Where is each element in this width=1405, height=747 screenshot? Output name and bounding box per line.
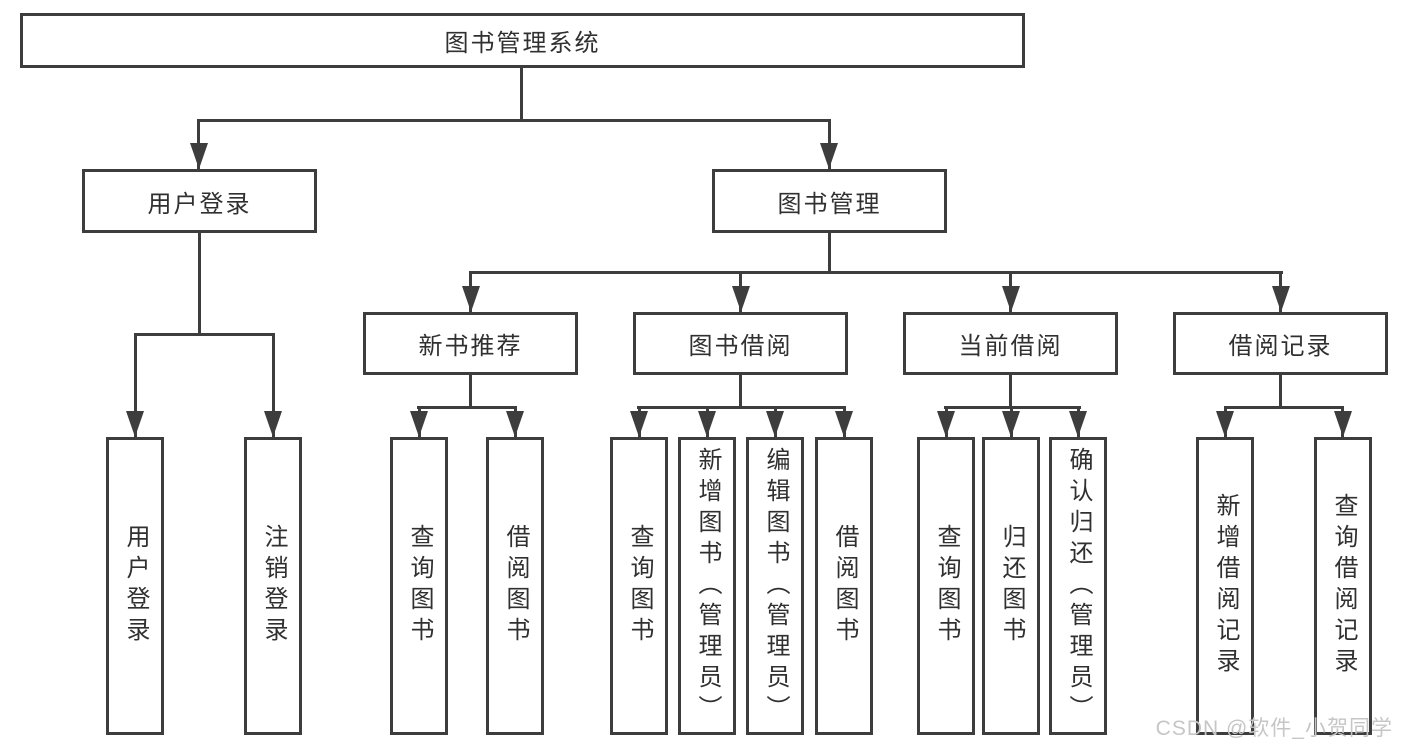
- leaf-user-login: 用户登录: [106, 437, 164, 735]
- leaf-borrow-query-label: 查询图书: [626, 524, 653, 648]
- leaf-borrow-book: 借阅图书: [815, 437, 873, 735]
- leaf-records-add-label: 新增借阅记录: [1212, 493, 1239, 679]
- arrow-down-icon: [732, 286, 750, 312]
- arrow-down-icon: [1002, 286, 1020, 312]
- arrow-down-icon: [630, 411, 648, 437]
- arrow-down-icon: [410, 411, 428, 437]
- arrow-down-icon: [698, 411, 716, 437]
- arrow-down-icon: [766, 411, 784, 437]
- node-current-borrow-label: 当前借阅: [958, 333, 1063, 360]
- arrow-down-icon: [264, 411, 282, 437]
- connector-borrow-bar: [637, 406, 846, 409]
- leaf-current-query-label: 查询图书: [933, 524, 960, 648]
- arrow-down-icon: [462, 286, 480, 312]
- arrow-down-icon: [506, 411, 524, 437]
- leaf-borrow-add-admin-label: 新增图书（管理员）: [694, 446, 721, 726]
- node-borrow-records: 借阅记录: [1173, 312, 1388, 375]
- leaf-current-return: 归还图书: [982, 437, 1040, 735]
- leaf-newbook-borrow: 借阅图书: [486, 437, 544, 735]
- leaf-records-query: 查询借阅记录: [1314, 437, 1372, 735]
- arrow-down-icon: [1069, 411, 1087, 437]
- leaf-user-login-label: 用户登录: [122, 524, 149, 648]
- node-book-management: 图书管理: [712, 169, 947, 233]
- node-user-login-label: 用户登录: [147, 190, 252, 218]
- connector-borrow-stem: [739, 375, 742, 408]
- connector-records-bar: [1224, 406, 1344, 409]
- connector-records-stem: [1279, 375, 1282, 408]
- arrow-down-icon: [937, 411, 955, 437]
- arrow-down-icon: [1272, 286, 1290, 312]
- arrow-down-icon: [835, 411, 853, 437]
- node-current-borrow: 当前借阅: [903, 312, 1118, 375]
- connector-management-bar: [469, 271, 1283, 274]
- leaf-newbook-borrow-label: 借阅图书: [502, 524, 529, 648]
- leaf-borrow-edit-admin: 编辑图书（管理员）: [746, 437, 804, 735]
- node-root: 图书管理系统: [20, 13, 1025, 68]
- arrow-down-icon: [1002, 411, 1020, 437]
- csdn-watermark: CSDN @软件_小贺同学: [1155, 717, 1393, 740]
- arrow-down-icon: [190, 143, 208, 169]
- node-borrow-records-label: 借阅记录: [1228, 333, 1333, 360]
- node-root-label: 图书管理系统: [444, 30, 601, 57]
- leaf-newbook-query-label: 查询图书: [406, 524, 433, 648]
- connector-user-bar: [134, 333, 275, 336]
- arrow-down-icon: [1216, 411, 1234, 437]
- arrow-down-icon: [1334, 411, 1352, 437]
- connector-newbook-bar: [417, 406, 517, 409]
- leaf-borrow-query: 查询图书: [610, 437, 668, 735]
- connector-user-drop: [272, 333, 275, 437]
- connector-root-bar: [197, 119, 831, 122]
- leaf-records-query-label: 查询借阅记录: [1330, 493, 1357, 679]
- arrow-down-icon: [820, 143, 838, 169]
- connector-user-drop: [134, 333, 137, 437]
- leaf-logout-label: 注销登录: [260, 524, 287, 648]
- leaf-current-confirm-admin: 确认归还（管理员）: [1049, 437, 1107, 735]
- leaf-borrow-add-admin: 新增图书（管理员）: [678, 437, 736, 735]
- leaf-current-confirm-admin-label: 确认归还（管理员）: [1065, 446, 1092, 726]
- leaf-newbook-query: 查询图书: [390, 437, 448, 735]
- node-new-book-recommend-label: 新书推荐: [418, 333, 523, 360]
- leaf-borrow-edit-admin-label: 编辑图书（管理员）: [762, 446, 789, 726]
- leaf-current-query: 查询图书: [917, 437, 975, 735]
- connector-newbook-stem: [469, 375, 472, 409]
- arrow-down-icon: [126, 411, 144, 437]
- node-book-borrow: 图书借阅: [633, 312, 848, 375]
- connector-current-stem: [1009, 375, 1012, 408]
- leaf-current-return-label: 归还图书: [998, 524, 1025, 648]
- leaf-logout: 注销登录: [244, 437, 302, 735]
- leaf-records-add: 新增借阅记录: [1196, 437, 1254, 735]
- node-new-book-recommend: 新书推荐: [363, 312, 578, 375]
- node-book-management-label: 图书管理: [777, 190, 882, 218]
- leaf-borrow-book-label: 借阅图书: [831, 524, 858, 648]
- node-book-borrow-label: 图书借阅: [688, 333, 793, 360]
- node-user-login: 用户登录: [82, 169, 317, 233]
- connector-user-stem: [198, 233, 201, 335]
- connector-root-stem: [520, 68, 523, 122]
- connector-management-stem: [828, 233, 831, 273]
